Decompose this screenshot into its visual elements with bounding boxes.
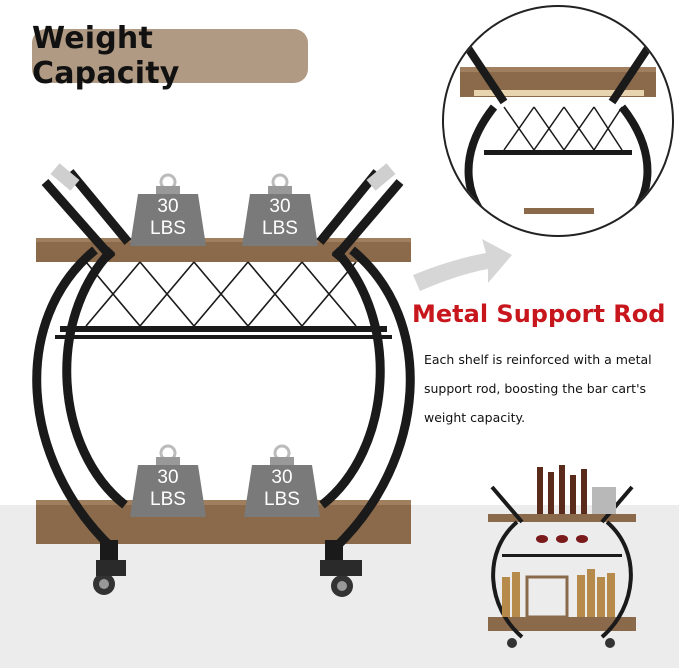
arrow-icon (413, 239, 512, 291)
caster-right (320, 540, 362, 597)
badge-title: Weight Capacity (32, 21, 180, 91)
weight-bottom-right: 30 LBS (242, 443, 322, 519)
styled-cart-thumbnail (488, 465, 636, 648)
feature-description: Each shelf is reinforced with a metal su… (424, 345, 664, 432)
weight-unit: LBS (262, 218, 298, 239)
weight-top-left: 30 LBS (128, 172, 208, 248)
weight-number: 30 (157, 467, 179, 488)
weight-unit: LBS (150, 489, 186, 510)
weight-number: 30 (157, 196, 179, 217)
description-line: weight capacity. (424, 410, 526, 425)
weight-unit: LBS (264, 489, 300, 510)
weight-number: 30 (269, 196, 291, 217)
description-line: Each shelf is reinforced with a metal (424, 352, 652, 367)
weight-unit: LBS (150, 218, 186, 239)
description-line: support rod, boosting the bar cart's (424, 381, 647, 396)
weight-top-right: 30 LBS (240, 172, 320, 248)
feature-heading: Metal Support Rod (412, 300, 666, 328)
detail-illustration (460, 39, 656, 235)
zoom-detail-circle (442, 5, 674, 237)
weight-number: 30 (271, 467, 293, 488)
weight-capacity-badge: Weight Capacity (32, 21, 308, 91)
support-rod (60, 326, 387, 332)
weight-bottom-left: 30 LBS (128, 443, 208, 519)
caster-left (93, 540, 126, 595)
